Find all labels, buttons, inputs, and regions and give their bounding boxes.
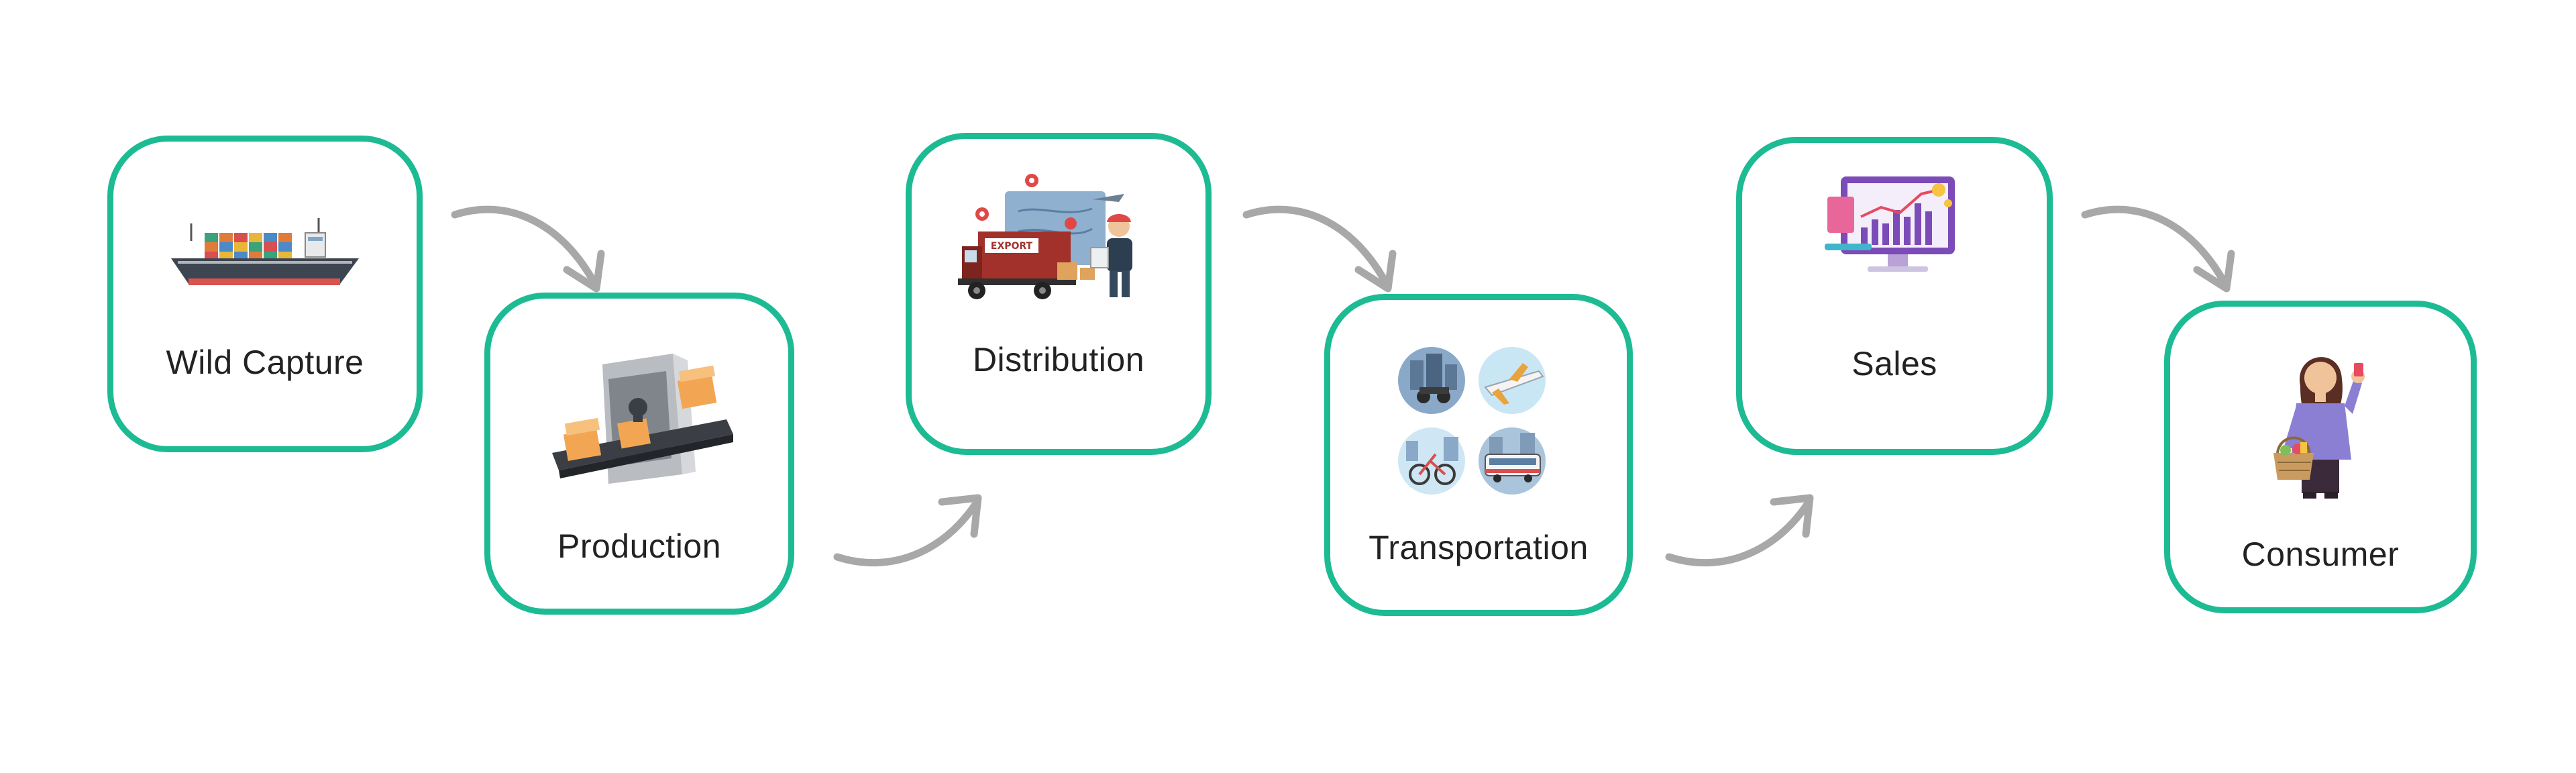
step-sales: Sales	[1736, 137, 2053, 455]
step-label: Wild Capture	[166, 344, 364, 381]
step-label: Distribution	[972, 341, 1145, 378]
step-production: Production	[484, 293, 794, 615]
arrow-transportation-to-sales	[1665, 494, 1814, 567]
step-label: Sales	[1851, 345, 1937, 382]
transport-modes-icon	[1398, 347, 1546, 495]
step-consumer: Consumer	[2164, 301, 2477, 613]
step-distribution: EXPORT Distribution	[906, 133, 1212, 455]
arrow-wild-to-production	[451, 205, 605, 293]
step-transportation: Transportation	[1324, 294, 1633, 616]
arrow-production-to-distribution	[833, 494, 982, 567]
step-wild-capture: Wild Capture	[107, 136, 423, 452]
shopper-with-basket-icon	[2273, 357, 2365, 499]
export-truck-icon: EXPORT	[958, 174, 1132, 299]
step-label: Production	[557, 527, 722, 565]
step-label: Consumer	[2241, 535, 2400, 573]
svg-text:EXPORT: EXPORT	[991, 241, 1033, 252]
conveyor-belt-icon	[552, 354, 733, 484]
sales-analytics-monitor-icon	[1825, 176, 1955, 272]
arrow-distribution-to-transportation	[1242, 205, 1397, 293]
arrow-sales-to-consumer	[2081, 205, 2235, 293]
cargo-ship-icon	[171, 218, 359, 285]
step-label: Transportation	[1368, 529, 1589, 566]
